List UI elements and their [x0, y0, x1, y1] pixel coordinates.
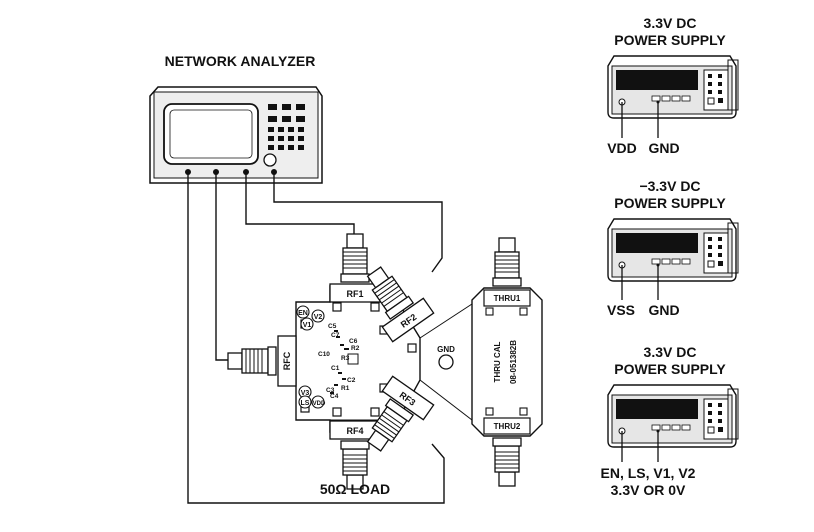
pad-ls-label: LS	[301, 400, 310, 407]
comp-r2: R2	[351, 345, 360, 352]
thru2-label: THRU2	[494, 422, 521, 431]
rf1-label: RF1	[346, 289, 363, 299]
network-analyzer	[149, 86, 323, 184]
evaluation-board: EN V2 V1 V3 LS VDD C5 C7 C6 C10 R3 R2 C1…	[227, 233, 455, 490]
supply-3-term-control: EN, LS, V1, V2	[601, 465, 696, 481]
comp-c4: C4	[330, 393, 339, 400]
rf1-connector	[340, 233, 370, 283]
thru1-label: THRU1	[494, 294, 521, 303]
comp-c10: C10	[318, 351, 330, 358]
comp-c2: C2	[347, 377, 356, 384]
supply-1-term-vdd: VDD	[607, 140, 637, 156]
supply-3-title: POWER SUPPLY	[614, 361, 726, 377]
pad-v1-label: V1	[303, 322, 312, 329]
supply-2-term-gnd: GND	[648, 302, 679, 318]
load-label: 50Ω LOAD	[320, 481, 390, 497]
power-supply-vdd: 3.3V DC POWER SUPPLY VDD GND	[607, 15, 739, 156]
supply-1-voltage: 3.3V DC	[644, 15, 697, 31]
thru-cal-title: THRU CAL	[493, 341, 502, 382]
comp-r3: R3	[341, 355, 350, 362]
supply-2-voltage: −3.3V DC	[639, 178, 700, 194]
pad-en-label: EN	[298, 310, 308, 317]
rfc-label: RFC	[282, 351, 292, 370]
supply-3-term-level: 3.3V OR 0V	[611, 482, 686, 498]
comp-c5: C5	[328, 323, 337, 330]
power-supply-vss: −3.3V DC POWER SUPPLY VSS GND	[607, 178, 739, 318]
gnd-terminal	[438, 354, 454, 370]
pad-v3-label: V3	[301, 390, 310, 397]
gnd-label: GND	[437, 345, 455, 354]
comp-c3: C3	[326, 387, 335, 394]
supply-3-voltage: 3.3V DC	[644, 344, 697, 360]
comp-c1: C1	[331, 365, 340, 372]
rfc-connector	[227, 346, 277, 376]
comp-c6: C6	[349, 338, 358, 345]
comp-c7: C7	[331, 332, 340, 339]
supply-1-title: POWER SUPPLY	[614, 32, 726, 48]
rf4-label: RF4	[346, 426, 363, 436]
supply-2-term-vss: VSS	[607, 302, 635, 318]
supply-1-term-gnd: GND	[648, 140, 679, 156]
thru-cal-part-number: 08-051382B	[509, 340, 518, 384]
cables	[187, 172, 445, 504]
supply-2-title: POWER SUPPLY	[614, 195, 726, 211]
comp-r1: R1	[341, 385, 350, 392]
thru2-connector	[492, 437, 522, 487]
thru-cal-board: THRU1 THRU2 THRU CAL 08-051382B	[419, 237, 543, 487]
thru1-connector	[492, 237, 522, 287]
pad-v2-label: V2	[314, 314, 323, 321]
power-supply-control: 3.3V DC POWER SUPPLY EN, LS, V1, V2 3.3V…	[601, 344, 739, 498]
network-analyzer-title: NETWORK ANALYZER	[165, 53, 316, 69]
pad-vdd-label: VDD	[313, 401, 326, 407]
